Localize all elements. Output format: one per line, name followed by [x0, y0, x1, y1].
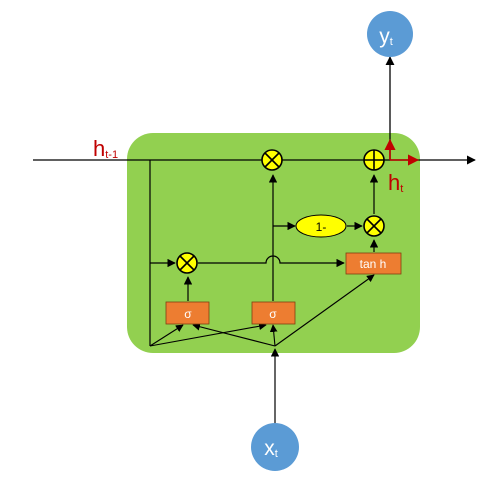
tanh-label: tan h: [360, 257, 387, 271]
svg-text:xt: xt: [264, 437, 278, 460]
input-node-label: x: [264, 437, 275, 460]
svg-text:ht-1: ht-1: [93, 136, 118, 161]
h-prev-subscript: t-1: [105, 149, 118, 161]
h-prev-label: h: [93, 136, 105, 161]
update-gate-label: σ: [269, 307, 277, 321]
multiply-node-candidate: [363, 215, 385, 237]
multiply-node-top: [261, 149, 283, 171]
add-node: [363, 149, 385, 171]
reset-gate-label: σ: [184, 307, 192, 321]
svg-text:yt: yt: [379, 25, 393, 48]
one-minus-node: [295, 214, 347, 238]
reset-gate-box: [165, 301, 210, 325]
tanh-box: [345, 252, 402, 275]
update-gate-box: [251, 301, 296, 325]
output-node-label: y: [379, 25, 390, 48]
input-node-subscript: t: [275, 448, 278, 460]
svg-text:ht: ht: [388, 170, 403, 195]
one-minus-label: 1-: [316, 220, 327, 234]
output-node: [367, 11, 413, 57]
input-node: [251, 423, 299, 471]
output-node-subscript: t: [390, 36, 393, 48]
multiply-node-reset: [176, 252, 198, 274]
h-t-label: h: [388, 170, 400, 195]
h-t-subscript: t: [400, 183, 403, 195]
